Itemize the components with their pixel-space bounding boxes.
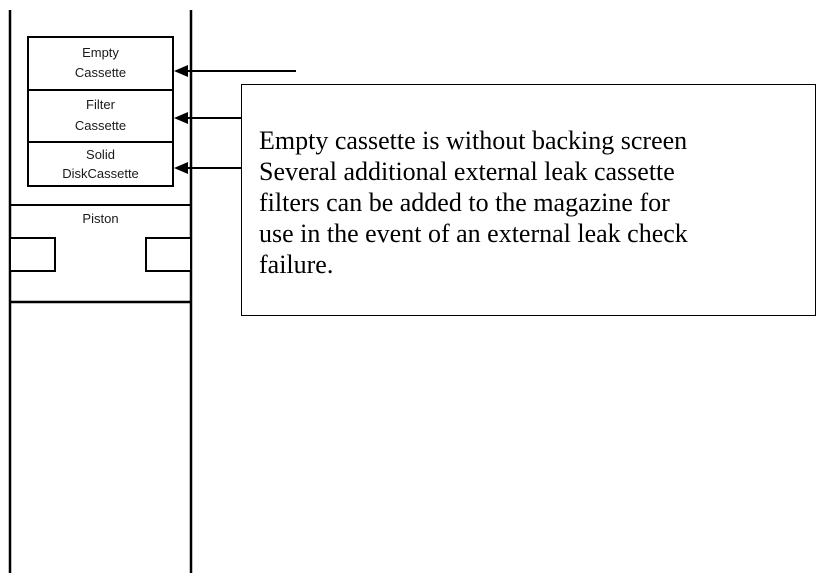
filter-cassette-label-line-1: Filter — [86, 97, 116, 112]
pointer-arrows — [174, 65, 296, 174]
solid-disk-cassette-label-line-1: Solid — [86, 147, 115, 162]
empty-cassette-box — [27, 36, 174, 91]
filter-cassette-arrowhead — [174, 112, 188, 124]
cassette-stack: Empty Cassette Filter Cassette Solid Dis… — [27, 36, 174, 187]
piston: Piston — [9, 204, 192, 304]
empty-cassette-arrowhead — [174, 65, 188, 77]
note-line-3: filters can be added to the magazine for — [259, 188, 670, 217]
filter-cassette-label-line-2: Cassette — [75, 118, 126, 133]
note-line-5: failure. — [259, 250, 334, 279]
empty-cassette-label-line-2: Cassette — [75, 65, 126, 80]
note-line-1: Empty cassette is without backing screen — [259, 126, 688, 155]
note-line-2: Several additional external leak cassett… — [259, 157, 675, 186]
piston-right-seal — [145, 237, 192, 272]
solid-disk-cassette-arrowhead — [174, 162, 188, 174]
note-line-4: use in the event of an external leak che… — [259, 219, 688, 248]
note-callout-box: Empty cassette is without backing screen… — [241, 84, 816, 316]
piston-left-seal — [9, 237, 56, 272]
piston-label: Piston — [82, 211, 118, 226]
solid-disk-cassette-label-line-2: DiskCassette — [62, 166, 139, 181]
empty-cassette-label-line-1: Empty — [82, 45, 119, 60]
solid-disk-cassette-box — [27, 141, 174, 187]
